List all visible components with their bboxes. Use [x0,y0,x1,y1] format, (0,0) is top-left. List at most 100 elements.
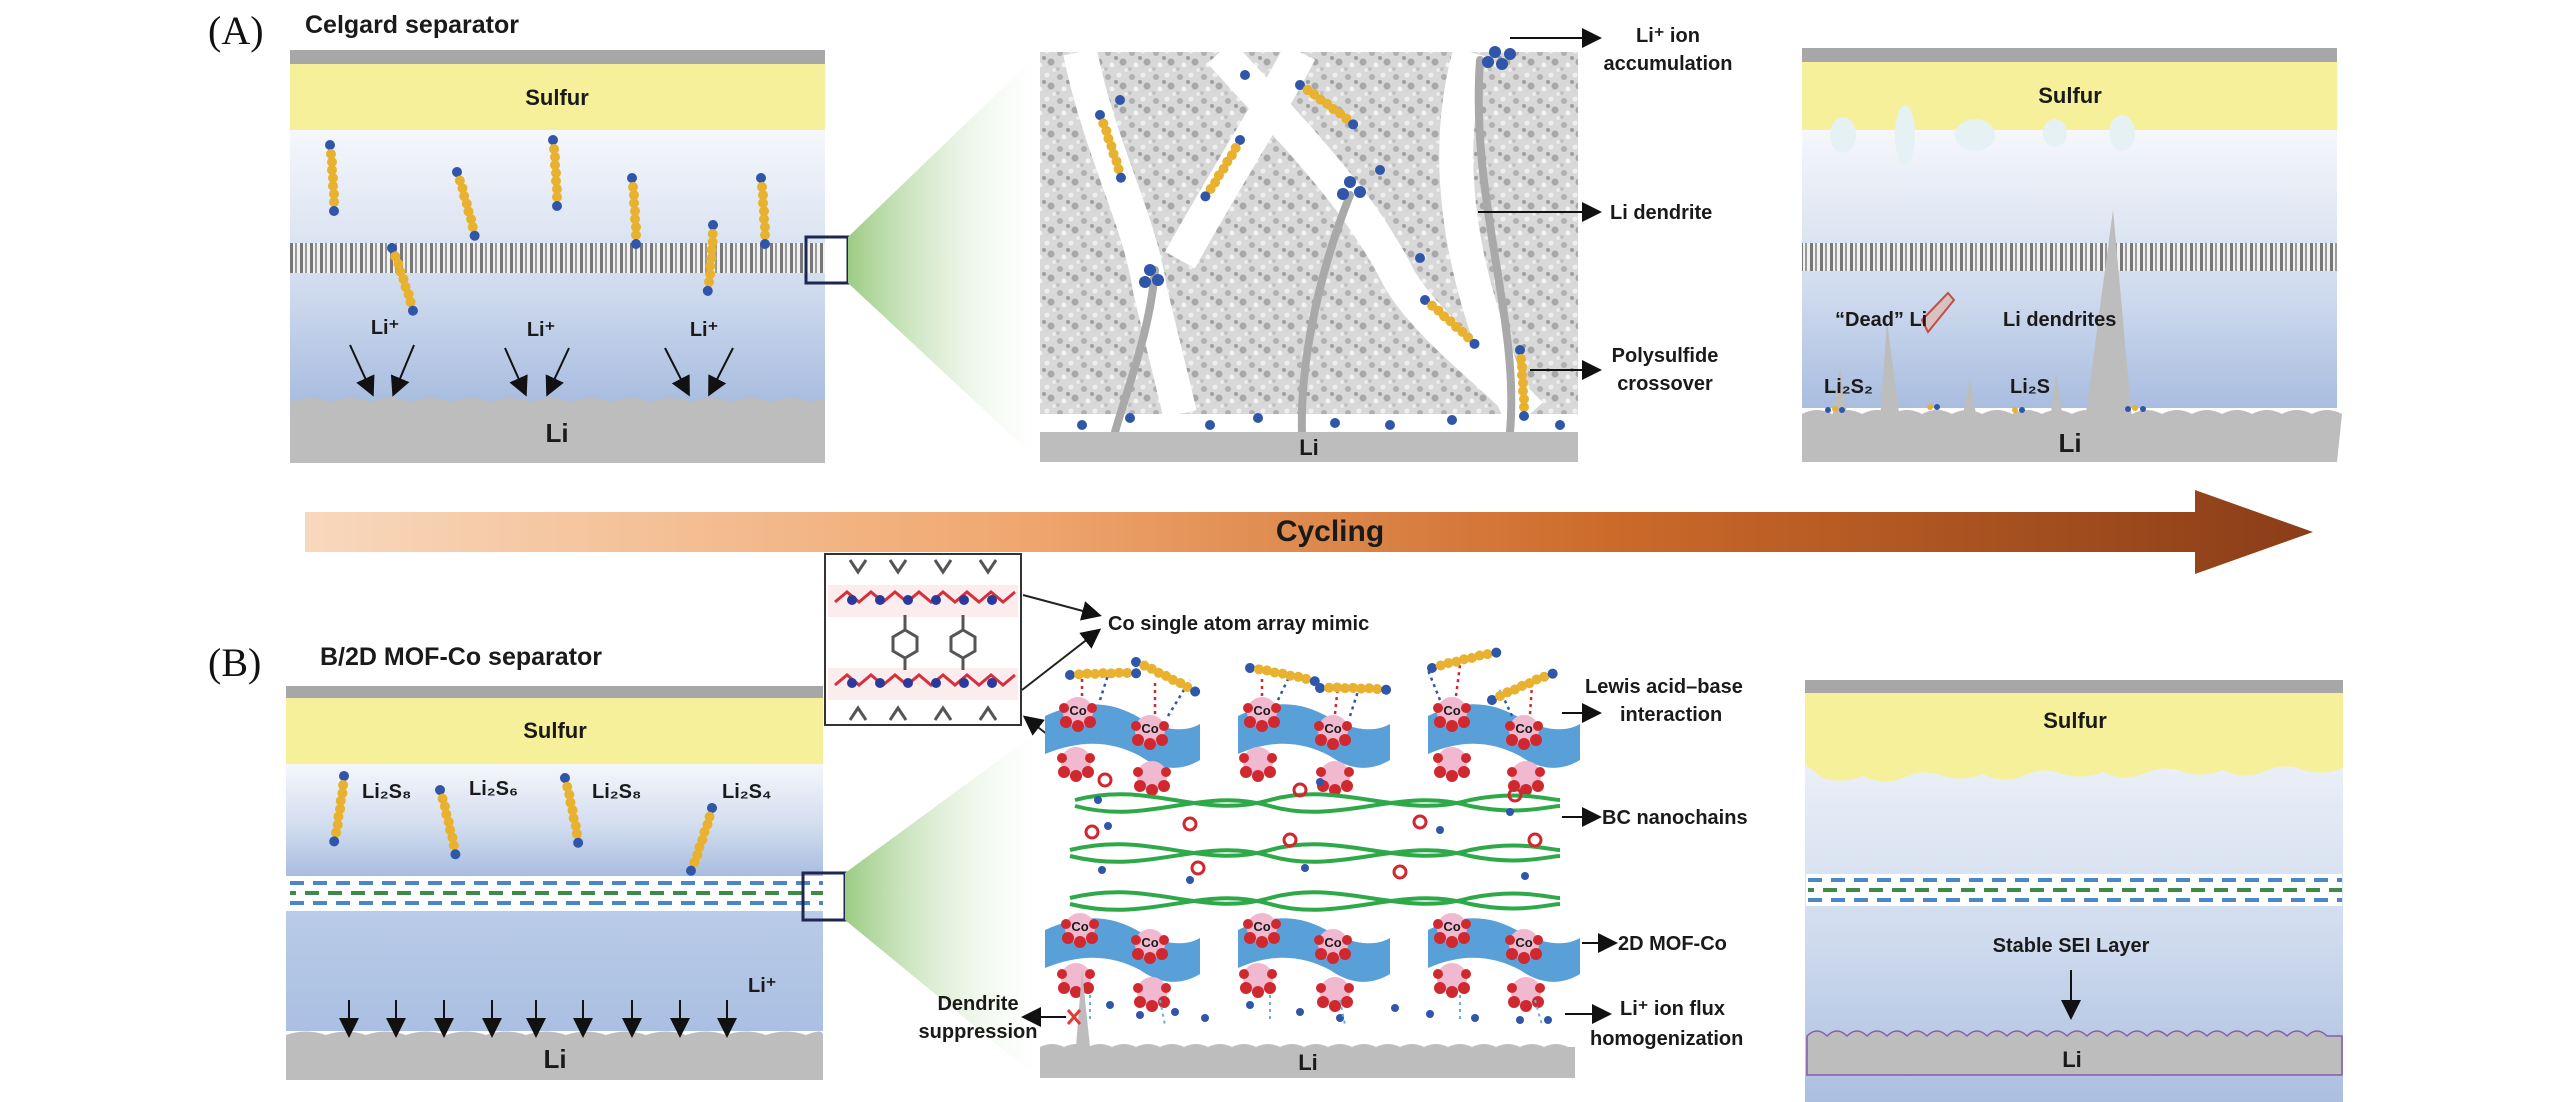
celgard-separator [290,243,825,273]
panel-a-before-cell: Sulfur Li Li⁺ Li⁺ Li⁺ [290,50,850,463]
callout-li-dendrite: Li dendrite [1610,202,1712,224]
lithium-anode [1802,410,2342,462]
li-anode-label: Li [545,418,568,448]
lewis-interaction-label: interaction [1620,704,1722,726]
li-dendrites-label: Li dendrites [2003,309,2116,331]
callout-polysulfide-crossover: crossover [1617,373,1713,395]
sulfur-cathode [286,698,823,764]
callout-polysulfide-crossover: Polysulfide [1612,345,1719,367]
dendrite-suppression-label: Dendrite [937,993,1018,1015]
li-anode-label: Li [2058,428,2081,458]
lithium-anode-with-sei [1806,1030,2343,1076]
polysulfide-chain [1129,651,1202,702]
discharge-products [1825,404,2146,413]
svg-text:Co: Co [1443,703,1460,718]
block-x-icon [1066,1009,1082,1025]
cycling-label: Cycling [1276,515,1384,548]
current-collector [290,50,825,64]
svg-text:Co: Co [1515,935,1532,950]
svg-text:Co: Co [1515,721,1532,736]
sulfur-cathode [1802,62,2337,130]
cycling-arrow: Cycling [305,490,2313,574]
suppressed-dendrite [1076,970,1090,1047]
li2s2-label: Li₂S₂ [1824,376,1873,398]
li-dendrite [1111,56,1516,436]
mof-co-label: 2D MOF-Co [1618,933,1727,955]
callout-arrows [1021,703,1618,1027]
separator-layers [290,881,823,905]
li-ions [1077,46,1565,430]
electrolyte [286,911,823,1031]
polysulfide-label: Li₂S₄ [722,781,772,803]
stable-sei-label: Stable SEI Layer [1993,935,2150,957]
dissolved-sulfur [1830,105,2135,165]
li-anode-label: Li [1298,1050,1318,1075]
li-flux-guides [1089,995,1543,1026]
sulfur-label: Sulfur [523,718,587,743]
bc-nanochains-label: BC nanochains [1602,807,1748,829]
co-single-atom-label: Co single atom array mimic [1108,613,1369,635]
panel-b-before-cell: Sulfur Li Li₂S₈ Li₂S₆ Li₂S₈ Li₂S₄ Li⁺ [286,686,847,1080]
sulfur-label: Sulfur [2043,708,2107,733]
li-flux-label: homogenization [1590,1028,1743,1050]
celgard-separator [1802,243,2337,271]
bc-nanochains [1069,792,1561,912]
callout-arrows [1478,28,1602,380]
svg-text:Co: Co [1141,721,1158,736]
panel-b-after-cell: Sulfur Stable SEI Layer Li [1805,680,2343,1102]
polysulfide-chain [1425,646,1503,674]
svg-text:Co: Co [1324,935,1341,950]
sulfur-cathode [290,64,825,130]
current-collector [1802,48,2337,62]
sulfur-label: Sulfur [2038,83,2102,108]
polysulfide-label: Li₂S₈ [592,781,641,803]
panel-a-title: Celgard separator [305,11,519,39]
li-ion-label: Li⁺ [371,317,399,339]
polysulfide-label: Li₂S₆ [469,778,518,800]
svg-text:Co: Co [1069,703,1086,718]
li-anode-label: Li [543,1044,566,1074]
li-dendrites [1832,210,2132,420]
panel-b-title: B/2D MOF-Co separator [320,643,602,671]
panel-a-zoom-view: Li Li⁺ ion accumulation Li dendrite Poly… [1040,25,1732,462]
li-ion-label: Li⁺ [527,319,555,341]
polysulfide-chain [1064,665,1142,683]
callout-li-ion-accumulation: accumulation [1604,53,1733,75]
svg-text:Co: Co [1141,935,1158,950]
dead-li-fragment [1920,291,1956,334]
zoom-fan [848,52,1040,462]
lewis-interaction-label: Lewis acid–base [1585,676,1743,698]
sulfur-label: Sulfur [525,85,589,110]
uniform-li-flux-arrows [339,1000,737,1038]
current-collector [286,686,823,698]
lithium-anode [290,398,825,463]
sulfur-cathode [1805,693,2343,782]
polysulfide-label: Li₂S₈ [362,781,411,803]
dendrite-suppression-label: suppression [919,1021,1038,1043]
lithium-anode [286,1031,823,1080]
li2s-label: Li₂S [2010,376,2050,398]
svg-text:Co: Co [1253,703,1270,718]
current-collector [1805,680,2343,693]
svg-text:Co: Co [1253,919,1270,934]
svg-text:Co: Co [1443,919,1460,934]
li-ions [1094,778,1552,1024]
li-anode-label: Li [2062,1047,2082,1072]
li-flux-label: Li⁺ ion flux [1620,998,1725,1020]
dead-li-label: “Dead” Li [1835,309,1927,331]
li-ion-flux-arrows [349,344,734,397]
svg-text:Co: Co [1324,721,1341,736]
mof-structure-inset [824,553,1022,726]
polysulfide-chain [1243,658,1321,692]
zoom-fan [845,730,1040,1080]
li-anode-label: Li [1299,435,1319,460]
separator-layers [1808,878,2342,902]
panel-a-after-cell: “Dead” Li Li dendrites Li₂S₂ Li₂S Li Sul… [1802,48,2342,462]
lithium-anode [1040,432,1578,462]
panel-a-letter: (A) [208,8,264,53]
callout-li-ion-accumulation: Li⁺ ion [1636,25,1700,47]
li-ion-label: Li⁺ [690,319,718,341]
